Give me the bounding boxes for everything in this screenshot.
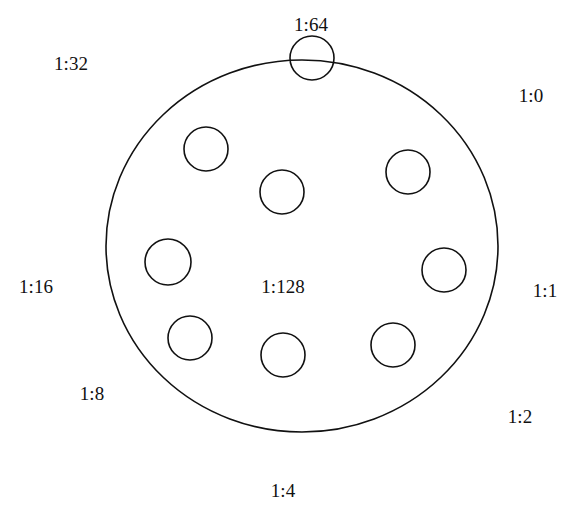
well — [184, 127, 228, 171]
dilution-label: 1:32 — [54, 54, 88, 73]
dilution-label: 1:8 — [80, 384, 104, 403]
well — [261, 333, 305, 377]
dilution-label: 1:4 — [271, 481, 295, 500]
well — [290, 36, 334, 80]
plate-outline — [106, 60, 498, 432]
dilution-label: 1:2 — [508, 407, 532, 426]
well — [168, 316, 212, 360]
dilution-label: 1:16 — [19, 277, 53, 296]
dilution-label: 1:0 — [519, 86, 543, 105]
dilution-label: 1:1 — [533, 281, 557, 300]
well — [386, 150, 430, 194]
dilution-label: 1:128 — [261, 277, 304, 296]
well — [371, 323, 415, 367]
well — [422, 248, 466, 292]
well — [260, 170, 304, 214]
well — [145, 239, 191, 285]
dilution-label: 1:64 — [294, 15, 328, 34]
